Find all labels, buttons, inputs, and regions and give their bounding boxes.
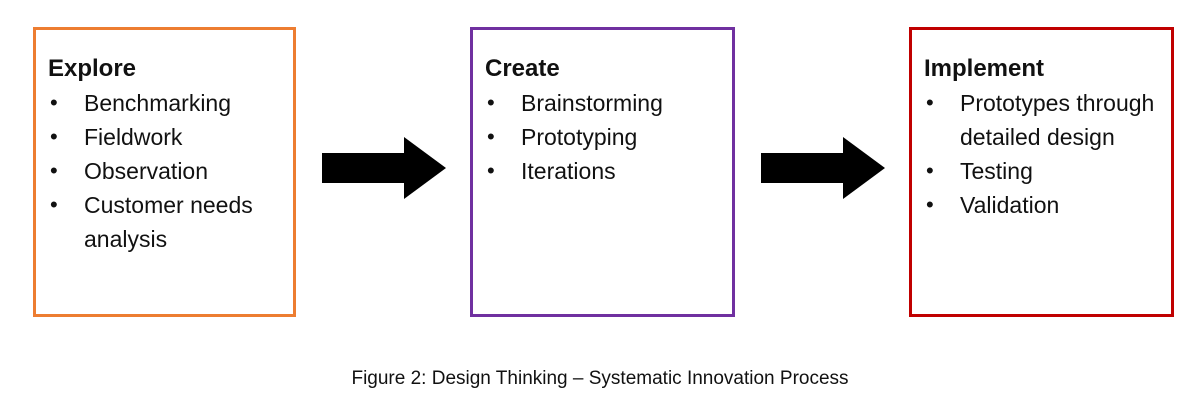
explore-item-benchmarking: Benchmarking (48, 86, 293, 120)
explore-item-customer-needs: Customer needs analysis (48, 188, 293, 256)
implement-item-testing: Testing (924, 154, 1171, 188)
create-stage-title: Create (485, 55, 560, 82)
explore-stage-list: Benchmarking Fieldwork Observation Custo… (48, 86, 293, 256)
explore-item-fieldwork: Fieldwork (48, 120, 293, 154)
arrow-right-icon (761, 137, 885, 199)
arrow-explore-to-create (322, 137, 446, 199)
implement-stage-box: Implement Prototypes through detailed de… (909, 27, 1174, 317)
arrow-right-icon (322, 137, 446, 199)
create-stage-box: Create Brainstorming Prototyping Iterati… (470, 27, 735, 317)
implement-item-validation: Validation (924, 188, 1171, 222)
explore-stage-title: Explore (48, 55, 137, 82)
implement-stage-list: Prototypes through detailed design Testi… (924, 86, 1171, 222)
implement-item-prototypes: Prototypes through detailed design (924, 86, 1171, 154)
create-item-prototyping: Prototyping (485, 120, 732, 154)
figure-caption: Figure 2: Design Thinking – Systematic I… (351, 368, 849, 389)
create-item-brainstorming: Brainstorming (485, 86, 732, 120)
explore-stage-box: Explore Benchmarking Fieldwork Observati… (33, 27, 296, 317)
create-stage-list: Brainstorming Prototyping Iterations (485, 86, 732, 188)
arrow-create-to-implement (761, 137, 885, 199)
explore-item-observation: Observation (48, 154, 293, 188)
create-item-iterations: Iterations (485, 154, 732, 188)
implement-stage-title: Implement (924, 55, 1045, 82)
